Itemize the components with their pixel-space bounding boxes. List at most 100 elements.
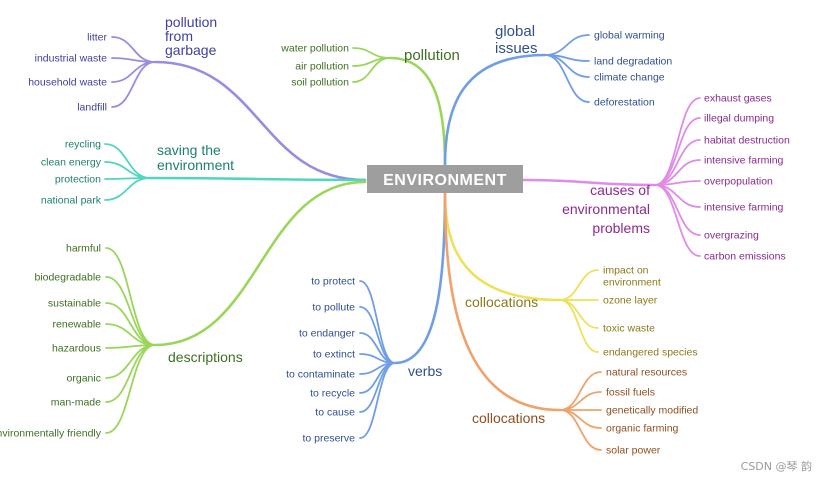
garbage-leaf-link xyxy=(111,61,156,83)
verbs-leaf-label: to protect xyxy=(311,276,355,288)
global-leaf-link xyxy=(544,54,590,103)
descriptions-leaf-link xyxy=(105,344,156,434)
saving-trunk xyxy=(148,176,367,182)
verbs-leaf-label: to extinct xyxy=(313,349,355,361)
center-node: ENVIRONMENT xyxy=(367,165,523,193)
verbs-leaf-link xyxy=(359,362,396,439)
descriptions-leaf-label: environmentally friendly xyxy=(0,428,102,440)
causes-leaf-link xyxy=(654,139,701,186)
collocations1-leaf-link xyxy=(559,269,599,301)
descriptions-leaf-label: hazardous xyxy=(52,343,101,355)
pollution-hub-label: pollution xyxy=(404,47,460,64)
saving-leaf-label: national park xyxy=(41,195,102,207)
collocations1-leaf-label: ozone layer xyxy=(603,295,658,307)
global-leaf-label: global warming xyxy=(594,30,665,42)
descriptions-leaf-label: organic xyxy=(67,373,101,385)
descriptions-leaf-label: harmful xyxy=(66,243,101,255)
saving-leaf-label: reycling xyxy=(65,139,101,151)
causes-leaf-label: overpopulation xyxy=(704,176,773,188)
collocations2-hub-label: collocations xyxy=(472,410,545,426)
collocations1-trunk xyxy=(443,191,562,302)
descriptions-leaf-label: renewable xyxy=(53,319,102,331)
garbage-leaf-link xyxy=(111,57,156,63)
garbage-leaf-label: litter xyxy=(87,32,107,44)
verbs-hub-label: verbs xyxy=(408,363,442,379)
descriptions-leaf-label: biodegradable xyxy=(34,272,101,284)
causes-leaf-label: habitat destruction xyxy=(704,135,790,147)
verbs-leaf-link xyxy=(359,362,396,413)
collocations2-leaf-label: genetically modified xyxy=(606,405,698,417)
causes-leaf-label: intensive farming xyxy=(704,202,784,214)
descriptions-leaf-link xyxy=(105,247,156,346)
collocations2-leaf-label: solar power xyxy=(606,445,661,457)
garbage-trunk xyxy=(153,60,367,182)
center-node-label: ENVIRONMENT xyxy=(383,172,507,189)
causes-leaf-label: carbon emissions xyxy=(704,251,786,263)
garbage-leaf-label: household waste xyxy=(28,77,107,89)
saving-leaf-link xyxy=(104,143,151,179)
branch-labels: litter industrial waste household waste lan… xyxy=(0,14,790,457)
verbs-leaf-label: to preserve xyxy=(302,433,355,445)
global-leaf-label: climate change xyxy=(594,72,665,84)
saving-leaf-link xyxy=(104,177,151,201)
garbage-leaf-label: industrial waste xyxy=(35,53,108,65)
descriptions-leaf-label: man-made xyxy=(51,397,101,409)
center-node-box xyxy=(367,165,523,193)
global-leaf-link xyxy=(544,34,590,56)
pollution-leaf-label: water pollution xyxy=(280,43,349,55)
causes-leaf-label: intensive farming xyxy=(704,155,784,167)
causes-trunk xyxy=(521,178,657,187)
descriptions-leaf-link xyxy=(105,344,156,403)
collocations1-leaf-link xyxy=(559,299,599,353)
collocations2-leaf-label: natural resources xyxy=(606,367,687,379)
verbs-leaf-label: to recycle xyxy=(310,388,355,400)
collocations2-trunk xyxy=(443,191,562,412)
verbs-trunk xyxy=(393,191,447,365)
causes-leaf-label: exhaust gases xyxy=(704,93,772,105)
saving-leaf-link xyxy=(104,161,151,179)
global-leaf-label: deforestation xyxy=(594,97,655,109)
causes-leaf-label: illegal dumping xyxy=(704,113,774,125)
pollution-leaf-label: soil pollution xyxy=(291,77,349,89)
collocations2-leaf-label: fossil fuels xyxy=(606,387,655,399)
collocations1-leaf-label: endangered species xyxy=(603,347,698,359)
garbage-leaf-link xyxy=(111,61,156,108)
watermark: CSDN @琴 韵 xyxy=(741,459,812,473)
verbs-leaf-label: to pollute xyxy=(312,302,355,314)
collocations2-leaf-link xyxy=(559,371,602,411)
pollution-leaf-link xyxy=(352,57,391,83)
verbs-leaf-label: to contaminate xyxy=(286,369,355,381)
causes-leaf-link xyxy=(654,184,701,236)
global-trunk xyxy=(443,53,547,167)
collocations2-leaf-link xyxy=(559,409,602,429)
verbs-leaf-label: to cause xyxy=(315,407,355,419)
collocations2-leaf-label: organic farming xyxy=(606,423,679,435)
collocations2-leaf-link xyxy=(559,409,602,451)
pollution-leaf-label: air pollution xyxy=(295,61,349,73)
global-leaf-label: land degradation xyxy=(594,56,672,68)
pollution-leaf-link xyxy=(352,47,391,59)
verbs-leaf-label: to endanger xyxy=(299,328,356,340)
branch-links xyxy=(104,34,701,451)
collocations2-leaf-link xyxy=(559,391,602,411)
descriptions-leaf-link xyxy=(105,276,156,346)
collocations1-leaf-label: toxic waste xyxy=(603,323,655,335)
descriptions-leaf-label: sustainable xyxy=(48,298,101,310)
collocations1-hub-label: collocations xyxy=(465,294,538,310)
garbage-leaf-label: landfill xyxy=(77,102,107,114)
pollution-trunk xyxy=(388,56,447,167)
causes-leaf-link xyxy=(654,117,701,186)
saving-leaf-label: clean energy xyxy=(41,157,102,169)
descriptions-trunk xyxy=(153,180,367,347)
verbs-leaf-link xyxy=(359,280,396,364)
causes-leaf-label: overgrazing xyxy=(704,230,759,242)
causes-leaf-link xyxy=(654,184,701,257)
saving-leaf-label: protection xyxy=(55,174,101,186)
descriptions-hub-label: descriptions xyxy=(168,349,243,365)
